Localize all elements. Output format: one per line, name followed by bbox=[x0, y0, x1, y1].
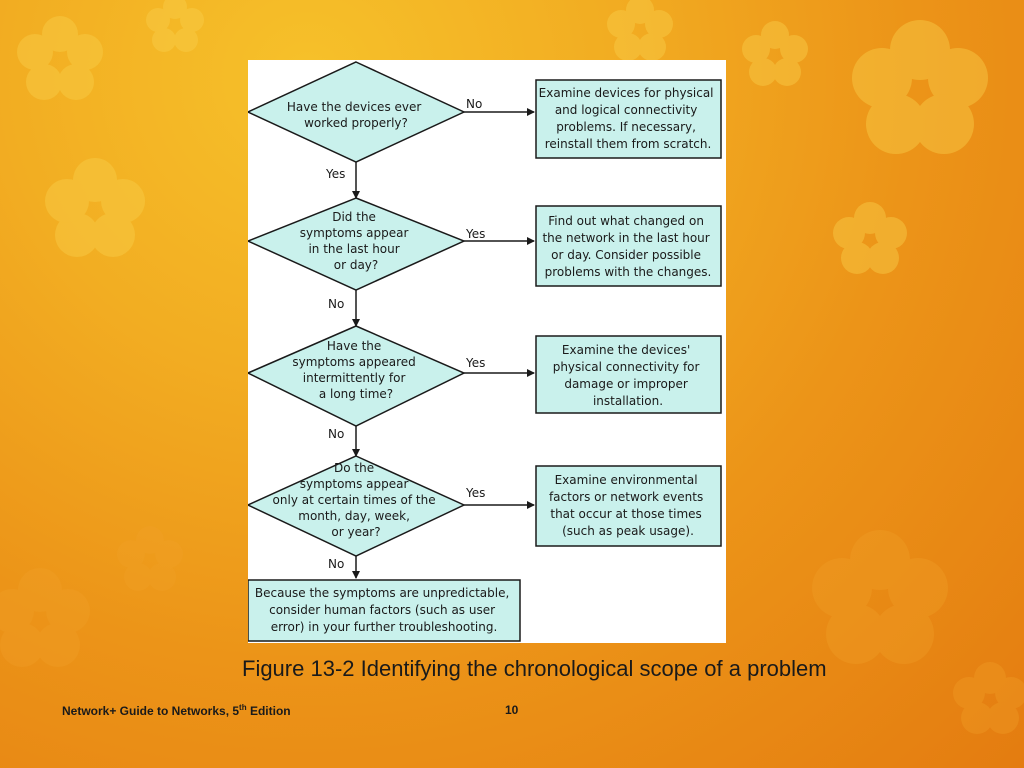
edge-d3-d4: No bbox=[328, 426, 360, 457]
edge-d2-d3: No bbox=[328, 290, 360, 327]
decision-certain-times: Do the symptoms appear only at certain t… bbox=[248, 455, 466, 557]
edge-label-yes: Yes bbox=[325, 167, 345, 181]
svg-text:Find out what changed on: Find out what changed on the network in … bbox=[542, 214, 713, 279]
edge-label-no: No bbox=[328, 297, 344, 311]
edge-label-no: No bbox=[328, 427, 344, 441]
action-find-changes: Find out what changed on the network in … bbox=[535, 205, 722, 287]
edge-d3-a3: Yes bbox=[464, 356, 535, 377]
edge-d1-d2: Yes bbox=[325, 162, 360, 199]
edge-label-no: No bbox=[466, 97, 482, 111]
action-human-factors: Because the symptoms are unpredictable, … bbox=[248, 579, 521, 642]
footer-title-main: Network+ Guide to Networks, 5 bbox=[62, 704, 240, 718]
action-physical-connectivity: Examine the devices' physical connectivi… bbox=[535, 335, 722, 414]
flowchart-svg: No Yes Yes No Yes No Yes No bbox=[248, 61, 722, 642]
svg-text:Because the symptoms are unpre: Because the symptoms are unpredictable, … bbox=[255, 586, 513, 634]
footer-title-superscript: th bbox=[239, 703, 247, 712]
footer-book-title: Network+ Guide to Networks, 5th Edition bbox=[62, 703, 291, 718]
action-environmental-factors: Examine environmental factors or network… bbox=[535, 465, 722, 547]
svg-text:Do the symptoms appear: Do the symptoms appear only at certain t… bbox=[273, 461, 440, 539]
decision-last-hour: Did the symptoms appear in the last hour… bbox=[248, 197, 466, 291]
page-number: 10 bbox=[505, 703, 519, 717]
edge-d1-a1: No bbox=[464, 97, 535, 116]
edge-label-yes: Yes bbox=[465, 356, 485, 370]
svg-text:Examine environmental: Examine environmental factors or network… bbox=[549, 473, 707, 538]
flowchart-figure: No Yes Yes No Yes No Yes No bbox=[248, 60, 726, 643]
svg-text:Have the symptoms appe: Have the symptoms appeared intermittentl… bbox=[292, 339, 419, 401]
edge-d2-a2: Yes bbox=[464, 227, 535, 245]
edge-d4-a4: Yes bbox=[464, 486, 535, 509]
edge-label-yes: Yes bbox=[465, 227, 485, 241]
action-examine-devices: Examine devices for physical and logical… bbox=[535, 79, 722, 159]
edge-label-yes: Yes bbox=[465, 486, 485, 500]
decision-ever-worked: Have the devices ever worked properly? bbox=[248, 61, 466, 163]
edge-label-no: No bbox=[328, 557, 344, 571]
svg-text:Have the devices ever: Have the devices ever worked properly? bbox=[287, 100, 425, 130]
svg-text:Did the symptoms appea: Did the symptoms appear in the last hour… bbox=[300, 210, 413, 272]
edge-d4-a5: No bbox=[328, 556, 360, 579]
figure-caption: Figure 13-2 Identifying the chronologica… bbox=[242, 656, 827, 681]
decision-intermittent: Have the symptoms appeared intermittentl… bbox=[248, 325, 466, 427]
svg-text:Examine devices for physical: Examine devices for physical and logical… bbox=[539, 86, 718, 151]
footer-title-edition: Edition bbox=[246, 704, 291, 718]
svg-text:Examine the devices' p: Examine the devices' physical connectivi… bbox=[553, 343, 704, 408]
